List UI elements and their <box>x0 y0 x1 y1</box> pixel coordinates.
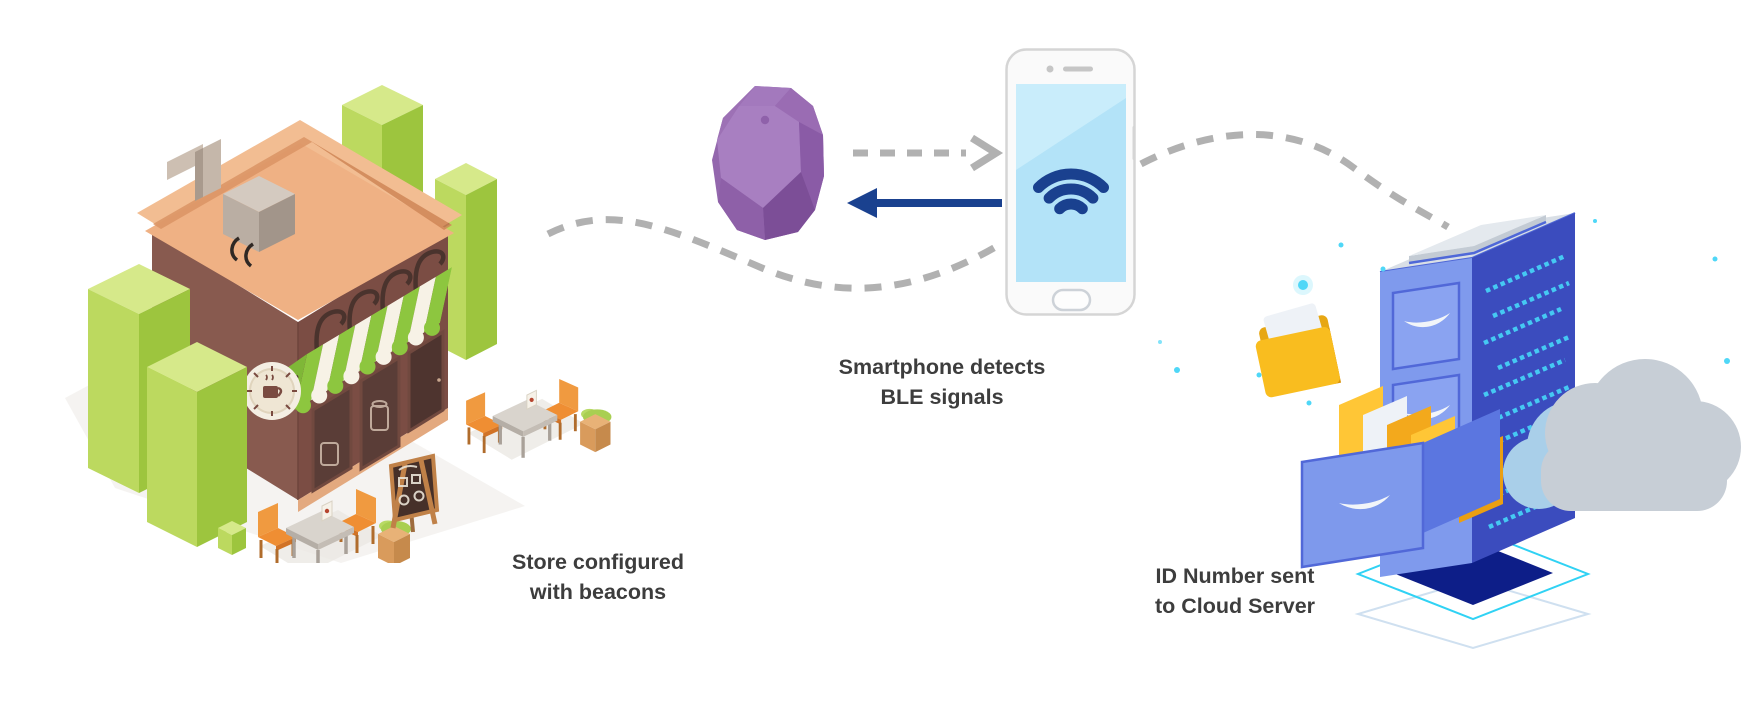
home-button <box>1051 288 1092 312</box>
speaker-slit <box>1063 66 1093 72</box>
smartphone-illustration <box>1005 48 1136 316</box>
caption-line: with beacons <box>529 580 667 604</box>
awning <box>287 267 452 414</box>
coffee-cup-icon <box>263 374 283 398</box>
store-door <box>407 329 445 434</box>
caption-line: to Cloud Server <box>1154 594 1316 618</box>
menu-chalkboard <box>388 453 440 533</box>
roof-duct <box>167 139 221 201</box>
store-illustration <box>65 85 614 563</box>
phone-screen <box>1016 84 1126 282</box>
caption-line: BLE signals <box>880 385 1004 409</box>
folder-icon <box>1255 303 1342 398</box>
camera-dot <box>1046 65 1054 73</box>
bush-cube <box>218 521 246 555</box>
hedge-block-front <box>147 342 247 547</box>
open-drawer <box>1300 409 1500 569</box>
cabinet-lid <box>1408 215 1547 265</box>
side-button <box>1132 126 1136 160</box>
sparkles <box>1256 219 1730 406</box>
smartphone-response-arrow <box>847 188 1002 218</box>
flow-store-to-smartphone <box>546 216 1006 292</box>
smartphone-caption: Smartphone detects BLE signals <box>839 352 1046 412</box>
storefront-windows <box>311 329 445 494</box>
cloud-server-illustration <box>1255 212 1741 650</box>
store-building <box>137 120 462 512</box>
store-caption: Store configured with beacons <box>512 547 684 607</box>
ac-unit <box>223 176 295 268</box>
beacon-hole <box>760 115 770 125</box>
drawer-panel <box>1391 281 1461 371</box>
caption-line: ID Number sent <box>1155 564 1315 588</box>
beacon-icon <box>712 86 824 240</box>
caption-line: Smartphone detects <box>838 355 1046 379</box>
awning-scallops <box>295 319 440 414</box>
chalk-doodles <box>398 465 425 506</box>
caption-line: Store configured <box>511 550 685 574</box>
ble-broadcast-arrow <box>853 134 1004 172</box>
cloud-icon <box>1503 359 1741 511</box>
store-sign <box>243 362 301 420</box>
flow-smartphone-to-server <box>1139 131 1450 230</box>
wifi-icon <box>1033 168 1109 215</box>
server-caption: ID Number sent to Cloud Server <box>1155 561 1315 621</box>
sparkles-left <box>1158 340 1180 373</box>
